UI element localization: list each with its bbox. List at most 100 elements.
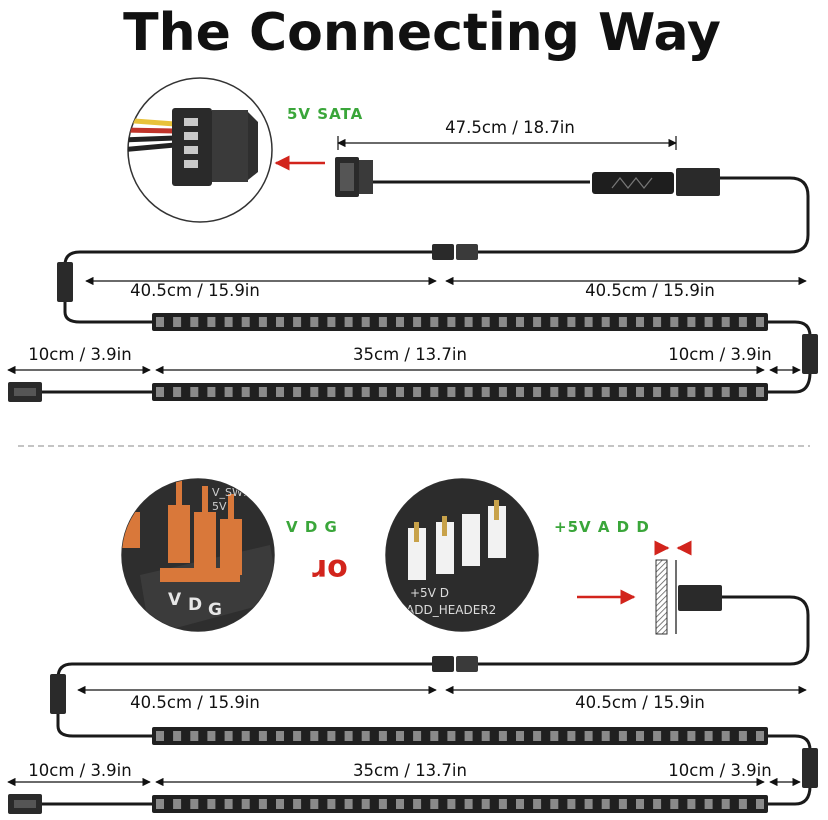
led-chip xyxy=(721,317,730,327)
led-chip xyxy=(481,387,490,397)
led-chip xyxy=(241,387,250,397)
led-chip xyxy=(567,799,576,809)
top-left-connector xyxy=(57,262,73,302)
led-chip xyxy=(258,799,267,809)
led-chip xyxy=(310,731,319,741)
led-chip xyxy=(224,387,233,397)
led-chip xyxy=(447,799,456,809)
led-chip xyxy=(224,731,233,741)
led-chip xyxy=(601,387,610,397)
led-chip xyxy=(533,731,542,741)
led-chip xyxy=(430,731,439,741)
led-chip xyxy=(413,317,422,327)
bottom-input-plug xyxy=(678,585,722,611)
led-chip xyxy=(738,387,747,397)
led-chip xyxy=(498,317,507,327)
led-chip xyxy=(241,317,250,327)
led-chip xyxy=(447,317,456,327)
led-chip xyxy=(550,317,559,327)
led-chip xyxy=(533,799,542,809)
led-chip xyxy=(618,731,627,741)
led-chip xyxy=(327,731,336,741)
bottom-cables xyxy=(42,595,812,806)
addressable-header-inset: +5V D ADD_HEADER2 xyxy=(385,478,539,632)
led-chip xyxy=(636,387,644,397)
led-chip xyxy=(207,317,216,327)
top-right-connector xyxy=(802,334,818,374)
led-chip xyxy=(190,387,199,397)
bottom-led-strip-1 xyxy=(152,727,768,745)
led-chip xyxy=(687,317,696,327)
led-chip xyxy=(293,387,302,397)
led-chip xyxy=(207,799,216,809)
led-chip xyxy=(258,317,267,327)
led-chip xyxy=(756,387,764,397)
bottom-led-strip-2 xyxy=(152,795,768,813)
dim-bottom-lead-left: 10cm / 3.9in xyxy=(28,761,131,780)
top-dimension-lines xyxy=(7,136,807,375)
led-chip xyxy=(396,799,404,809)
led-chip xyxy=(156,317,164,327)
led-chip xyxy=(721,387,730,397)
led-chip xyxy=(653,731,662,741)
board-text-header: +5V D xyxy=(410,586,449,600)
led-chip xyxy=(601,317,610,327)
pin-label: V xyxy=(168,590,182,610)
led-chip xyxy=(687,799,696,809)
led-chip xyxy=(207,731,216,741)
led-chip xyxy=(430,799,439,809)
led-chip xyxy=(498,731,507,741)
led-chip xyxy=(413,731,422,741)
led-chip xyxy=(156,731,164,741)
led-chip xyxy=(533,317,542,327)
led-chip xyxy=(481,317,490,327)
led-chip xyxy=(704,317,713,327)
led-chip xyxy=(276,731,284,741)
dim-top-lead-left: 10cm / 3.9in xyxy=(28,345,131,364)
led-chip xyxy=(584,799,593,809)
led-chip xyxy=(361,387,370,397)
led-chip xyxy=(567,731,576,741)
led-chip xyxy=(293,799,302,809)
led-chip xyxy=(601,799,610,809)
led-chip xyxy=(241,731,250,741)
header-receptacle xyxy=(655,559,668,635)
led-chip xyxy=(687,731,696,741)
led-chip xyxy=(721,799,730,809)
led-chip xyxy=(601,731,610,741)
led-chip xyxy=(670,799,679,809)
led-chip xyxy=(550,731,559,741)
led-chip xyxy=(738,799,747,809)
led-chip xyxy=(344,731,353,741)
led-chip xyxy=(584,387,593,397)
dim-bottom-extension-right: 40.5cm / 15.9in xyxy=(575,693,705,712)
board-text-sw: V_SW1 xyxy=(212,486,250,499)
bottom-section: V D G V_SW1 5V V D G or +5V D xyxy=(7,478,818,814)
led-chip xyxy=(567,387,576,397)
led-chip xyxy=(344,387,353,397)
led-chip xyxy=(636,799,644,809)
led-chip xyxy=(241,799,250,809)
bottom-extension-connector xyxy=(432,656,478,672)
led-chip xyxy=(464,387,473,397)
led-chip xyxy=(344,799,353,809)
top-extension-connector xyxy=(432,244,478,260)
led-chip xyxy=(396,731,404,741)
led-chip xyxy=(618,387,627,397)
led-chip xyxy=(464,317,473,327)
led-chip xyxy=(293,731,302,741)
led-chip xyxy=(173,731,182,741)
led-chip xyxy=(310,387,319,397)
led-chip xyxy=(464,731,473,741)
led-chip xyxy=(396,317,404,327)
led-chip xyxy=(207,387,216,397)
pin-labels: V D G xyxy=(168,590,222,620)
dim-top-extension-right: 40.5cm / 15.9in xyxy=(585,281,715,300)
led-chip xyxy=(396,387,404,397)
led-chip xyxy=(756,731,764,741)
led-chip xyxy=(258,387,267,397)
led-chip xyxy=(721,731,730,741)
led-chip xyxy=(618,317,627,327)
led-chip xyxy=(567,317,576,327)
led-chip xyxy=(618,799,627,809)
